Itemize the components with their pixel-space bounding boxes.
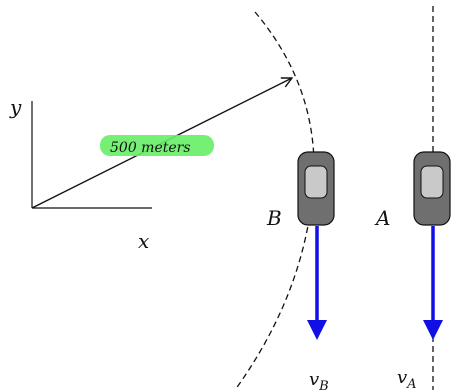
velocity-label-b: vB — [309, 369, 329, 390]
x-axis-label: x — [138, 229, 149, 253]
velocity-label-a-sub: A — [406, 377, 416, 390]
y-axis-label: y — [9, 95, 22, 119]
radius-vector: 500 meters — [31, 78, 292, 209]
car-a-window — [420, 165, 444, 199]
car-b-window — [304, 165, 328, 199]
car-b-label: B — [266, 206, 282, 230]
car-b: B — [266, 151, 335, 230]
car-a: A — [374, 151, 451, 230]
velocity-label-b-sub: B — [318, 379, 329, 390]
car-a-label: A — [374, 206, 390, 230]
velocity-label-a-main: v — [397, 367, 407, 388]
velocity-label-b-main: v — [309, 369, 319, 390]
velocity-arrow-a-head — [423, 320, 443, 340]
radius-label: 500 meters — [110, 140, 191, 156]
velocity-label-a: vA — [397, 367, 417, 390]
radius-label-highlight — [100, 135, 214, 156]
coordinate-axes: y x — [9, 95, 152, 253]
velocity-arrow-b — [307, 226, 327, 340]
velocity-arrow-a — [423, 226, 443, 340]
velocity-arrow-b-head — [307, 320, 327, 340]
